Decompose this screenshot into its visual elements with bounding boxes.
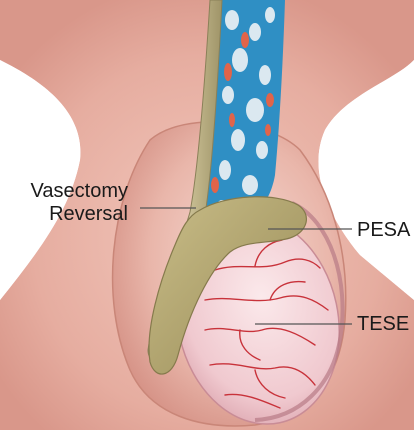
pesa-label: PESA — [357, 219, 410, 242]
tese-label: TESE — [357, 313, 409, 336]
vasectomy-label-line2: Reversal — [10, 203, 128, 226]
vasectomy-reversal-label: Vasectomy Reversal — [10, 180, 128, 226]
vasectomy-label-line1: Vasectomy — [10, 180, 128, 203]
